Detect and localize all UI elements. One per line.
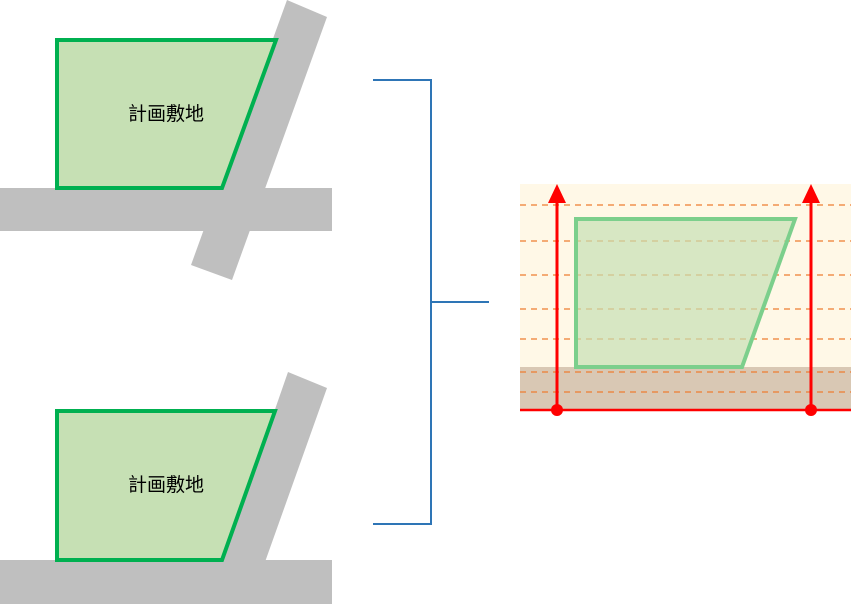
road-band xyxy=(520,367,851,410)
right-arrow xyxy=(802,184,820,416)
horizontal-road xyxy=(0,560,332,604)
bracket-connector xyxy=(373,79,489,525)
site-parcel xyxy=(55,409,278,562)
zone-diagram xyxy=(520,184,851,416)
diagonal-road xyxy=(222,372,327,562)
top-site-diagram: 計画敷地 xyxy=(0,0,332,280)
left-arrow xyxy=(548,184,566,416)
site-parcel xyxy=(574,217,798,369)
site-label: 計画敷地 xyxy=(128,103,204,125)
bottom-site-diagram: 計画敷地 xyxy=(0,372,332,604)
site-label: 計画敷地 xyxy=(128,474,204,496)
site-parcel xyxy=(55,38,279,190)
horizontal-road xyxy=(0,188,332,231)
